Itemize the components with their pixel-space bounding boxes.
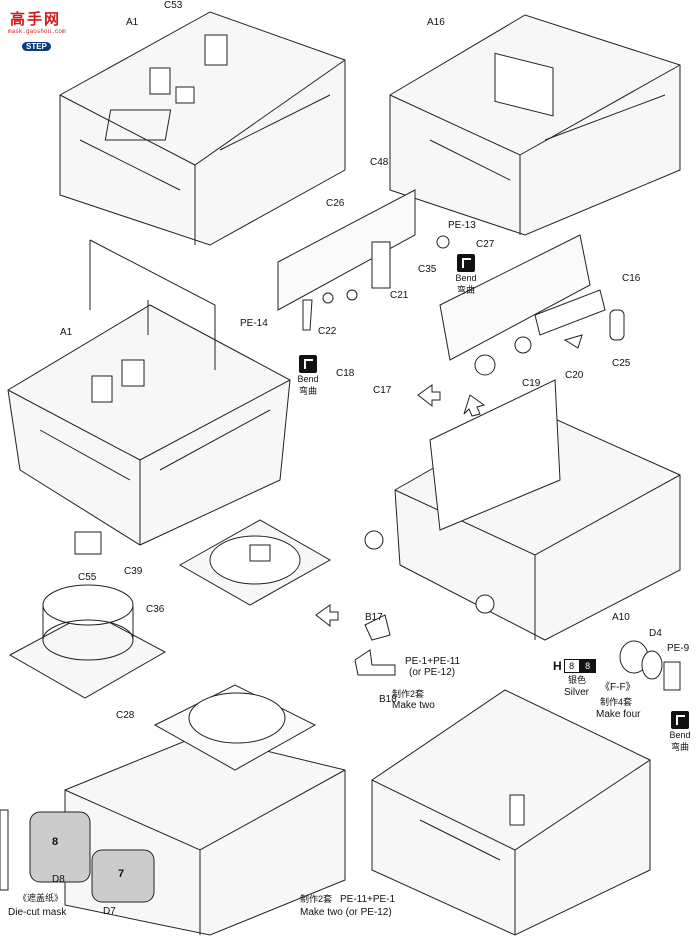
hull-assembly-5: [0, 684, 346, 936]
note-make-two-cn: 制作2套: [392, 689, 425, 699]
bend-callout-3: Bend 弯曲: [669, 711, 691, 753]
note-make-four-cn: 制作4套: [600, 697, 633, 707]
bend-label-en: Bend: [455, 273, 477, 283]
note-bottom-pe-alt: Make two (or PE-12): [300, 907, 392, 918]
hull-assembly-6: [371, 689, 651, 936]
paint-number-box-2: 8: [579, 659, 596, 673]
label-a16: A16: [427, 17, 445, 28]
label-b18: B18: [379, 694, 397, 705]
paint-callout-silver: H 8 8: [553, 659, 596, 673]
bend-label-cn: 弯曲: [298, 386, 317, 396]
label-b17: B17: [365, 612, 383, 623]
logo-url-text: mask.gaoshou.com: [8, 28, 66, 35]
label-c27: C27: [476, 239, 495, 250]
mask-number-8: 8: [52, 836, 59, 848]
note-make-four-en: Make four: [596, 709, 641, 720]
bend-icon: [671, 711, 689, 729]
watermark-logo: 高手网 mask.gaoshou.com STEP: [2, 2, 88, 60]
label-pe13: PE-13: [448, 220, 476, 231]
label-a1-top: A1: [126, 17, 139, 28]
bend-label-en: Bend: [297, 374, 319, 384]
bend-callout-1: Bend 弯曲: [455, 254, 477, 296]
label-c28: C28: [116, 710, 135, 721]
logo-step-badge: STEP: [22, 42, 51, 51]
turret-ring-plate-1: [178, 519, 332, 606]
label-c18: C18: [336, 368, 355, 379]
label-a1-mid: A1: [60, 327, 73, 338]
part-a10-d4: [619, 640, 681, 691]
paint-code: H: [553, 659, 562, 673]
paint-name-en: Silver: [564, 687, 590, 698]
panel-c48-assembly: [277, 189, 450, 331]
label-c20: C20: [565, 370, 584, 381]
note-pe-combo: PE-1+PE-11: [405, 656, 461, 667]
mask-label-en: Die-cut mask: [8, 907, 67, 918]
bend-callout-2: Bend 弯曲: [297, 355, 319, 397]
bend-label-cn: 弯曲: [670, 742, 689, 752]
paint-number-box-1: 8: [563, 659, 580, 673]
paint-name-cn: 银色: [568, 675, 587, 685]
logo-chinese-text: 高手网: [10, 11, 62, 28]
note-make-two-en: Make two: [392, 700, 435, 711]
label-a10: A10: [612, 612, 630, 623]
label-d4: D4: [649, 628, 662, 639]
note-ff: 《F-F》: [600, 682, 636, 693]
label-c39: C39: [124, 566, 143, 577]
label-d7: D7: [103, 906, 116, 917]
label-c21: C21: [390, 290, 409, 301]
label-d8: D8: [52, 874, 65, 885]
label-c35: C35: [418, 264, 437, 275]
bend-icon: [457, 254, 475, 272]
label-pe9: PE-9: [667, 643, 690, 654]
parts-b17-b18: [354, 614, 396, 676]
note-pe-combo-alt: (or PE-12): [409, 667, 456, 678]
label-c19: C19: [522, 378, 541, 389]
mask-number-7: 7: [118, 868, 125, 880]
label-c53: C53: [164, 0, 183, 11]
hull-assembly-2: [389, 14, 681, 236]
panel-c16-assembly: [439, 234, 625, 376]
note-bottom-pe: PE-11+PE-1: [340, 894, 396, 905]
hull-assembly-4: [364, 379, 681, 641]
direction-arrows: [315, 384, 486, 628]
label-c26: C26: [326, 198, 345, 209]
label-c16: C16: [622, 273, 641, 284]
note-bottom-make-two-cn: 制作2套: [300, 894, 333, 904]
ring-c55-assembly: [8, 584, 167, 699]
label-c22: C22: [318, 326, 337, 337]
bend-label-cn: 弯曲: [456, 285, 475, 295]
label-c36: C36: [146, 604, 165, 615]
hull-assembly-3: [7, 239, 291, 555]
mask-label-cn: 《遮盖纸》: [18, 893, 64, 903]
label-c17: C17: [373, 385, 392, 396]
bend-icon: [299, 355, 317, 373]
label-pe14: PE-14: [240, 318, 268, 329]
bend-label-en: Bend: [669, 730, 691, 740]
hull-assembly-1: [59, 11, 346, 246]
label-c48: C48: [370, 157, 389, 168]
label-c25: C25: [612, 358, 631, 369]
label-c55: C55: [78, 572, 97, 583]
